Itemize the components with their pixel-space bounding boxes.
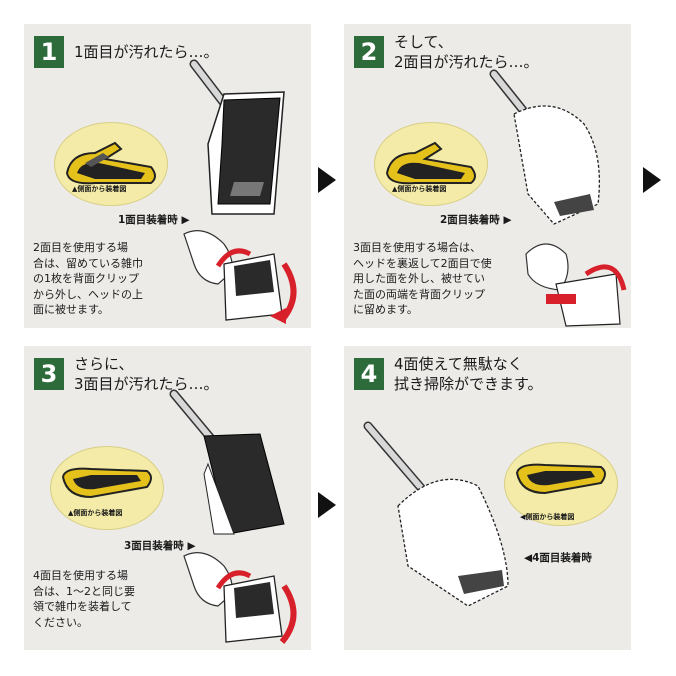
step-description: 3面目を使用する場合は、 ヘッドを裏返して2面目で使 用した面を外し、被せてい … (353, 241, 492, 316)
mount-label: ◀4面目装着時 (524, 552, 592, 564)
clip-side-view-icon (50, 446, 164, 530)
mount-label: 2面目装着時 ▶ (440, 214, 512, 226)
step-number-badge: 3 (34, 358, 64, 390)
mount-label: 1面目装着時 ▶ (118, 214, 190, 226)
hand-unclipping-illustration (525, 243, 627, 327)
step-title-line: さらに、 (74, 355, 134, 373)
side-view-label: ▲側面から装着図 (72, 185, 127, 193)
rotate-arrow-icon (584, 264, 627, 291)
mop-head-icon (169, 389, 285, 535)
step-title-line: 4面使えて無駄なく (394, 355, 523, 373)
step-description: 4面目を使用する場 合は、1～2と同じ要 領で雑巾を装着して ください。 (33, 569, 135, 629)
step-3-panel: 3 さらに、 3面目が汚れたら…。 ▲側面から装着図 3面目装着時 ▶ 4面目を… (24, 346, 311, 650)
step-title-line: そして、 (394, 33, 453, 51)
step-4-panel: 4 4面使えて無駄なく 拭き掃除ができます。 ◀側面から装着図 ◀4面目装着時 (344, 346, 631, 650)
hand-icon (183, 552, 233, 607)
step-title: 4面使えて無駄なく 拭き掃除ができます。 (394, 354, 543, 394)
step-number-badge: 1 (34, 36, 64, 68)
step-title: そして、 2面目が汚れたら…。 (394, 32, 539, 72)
clip-side-view-icon (54, 122, 168, 206)
step-title-line: 拭き掃除ができます。 (394, 375, 543, 393)
step-number-badge: 2 (354, 36, 384, 68)
step-title-line: 1面目が汚れたら…。 (74, 43, 219, 61)
clip-side-view-icon (374, 122, 488, 206)
rotate-arrow-icon (279, 584, 297, 644)
side-view-label: ◀側面から装着図 (520, 513, 575, 521)
hand-icon (525, 243, 569, 291)
step-title: 1面目が汚れたら…。 (74, 42, 219, 62)
next-arrow-icon (318, 492, 336, 518)
step-1-panel: 1 1面目が汚れたら…。 ▲側面から装着図 1面目装着時 ▶ 2面目を使用する場… (24, 24, 311, 328)
step-title-line: 3面目が汚れたら…。 (74, 375, 219, 393)
clip-side-view-icon (504, 442, 618, 526)
mop-head-icon (489, 69, 601, 225)
hand-flipping-cloth-illustration (183, 552, 297, 644)
hand-icon (183, 230, 233, 285)
next-arrow-icon (643, 167, 661, 193)
side-view-label: ▲側面から装着図 (68, 509, 123, 517)
step-number-badge: 4 (354, 358, 384, 390)
side-view-label: ▲側面から装着図 (392, 185, 447, 193)
hand-flipping-cloth-illustration (183, 230, 297, 324)
mop-head-icon (363, 421, 509, 607)
step-title-line: 2面目が汚れたら…。 (394, 53, 539, 71)
mount-label: 3面目装着時 ▶ (124, 540, 196, 552)
step-description: 2面目を使用する場 合は、留めている雑巾 の1枚を背面クリップ から外し、ヘッド… (33, 241, 143, 316)
next-arrow-icon (318, 167, 336, 193)
step-2-panel: 2 そして、 2面目が汚れたら…。 ▲側面から装着図 2面目装着時 ▶ 3面目を… (344, 24, 631, 328)
step-title: さらに、 3面目が汚れたら…。 (74, 354, 219, 394)
mop-head-icon (189, 59, 285, 215)
